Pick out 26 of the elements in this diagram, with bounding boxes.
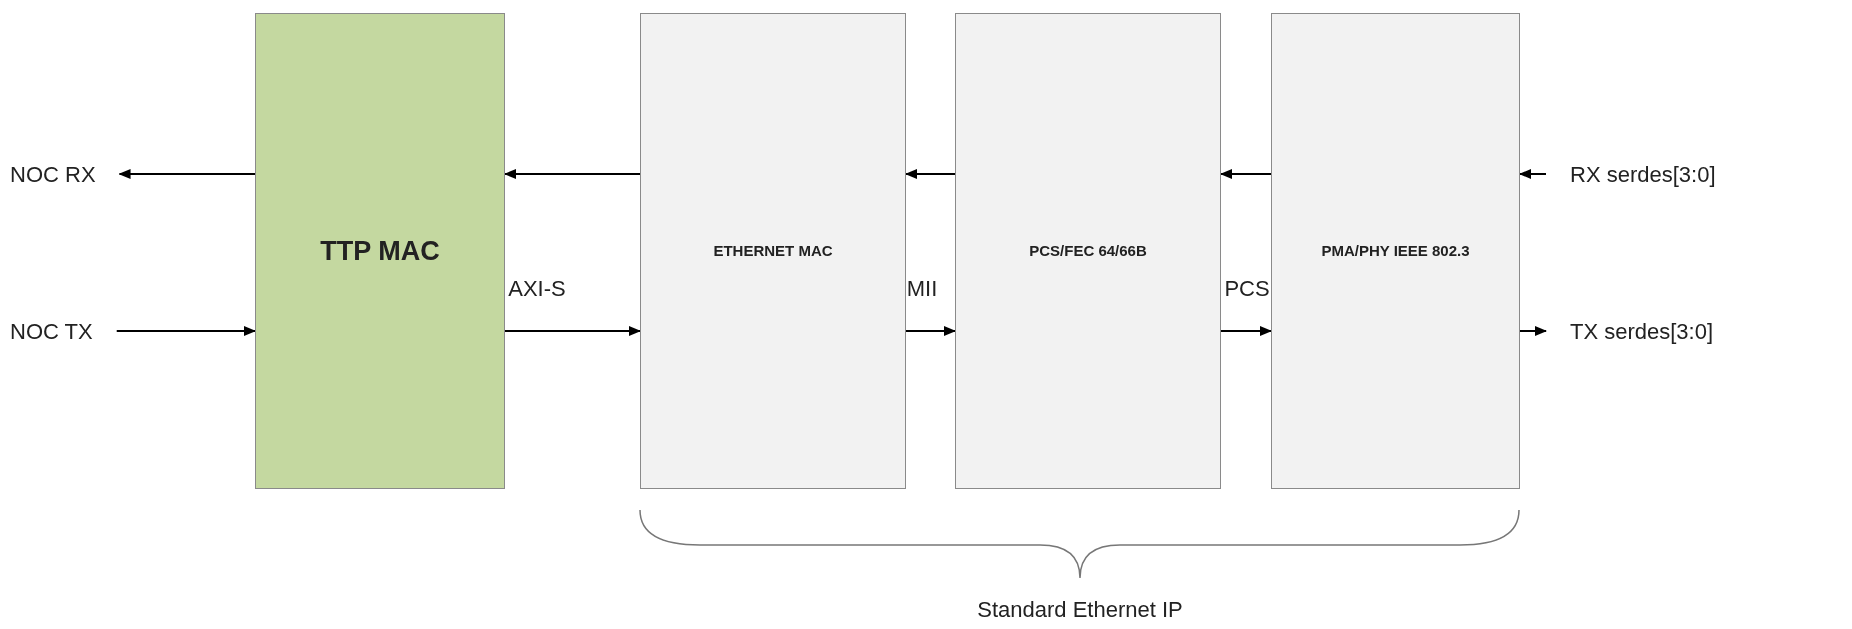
interface-label: PCS [1224, 276, 1270, 302]
port-label: TX serdes[3:0] [1570, 317, 1714, 346]
arrow [115, 326, 256, 336]
block-label: PMA/PHY IEEE 802.3 [1321, 240, 1470, 261]
block-box [640, 13, 906, 489]
arrow [1519, 169, 1547, 179]
block-label: PCS/FEC 64/66B [1029, 240, 1147, 261]
block-box [255, 13, 505, 489]
port-label: NOC RX [10, 160, 96, 189]
arrow [1220, 169, 1272, 179]
port-label: RX serdes[3:0] [1570, 160, 1716, 189]
arrow [1220, 326, 1272, 336]
block-label: ETHERNET MAC [713, 240, 833, 261]
arrow [504, 326, 641, 336]
block-box [1271, 13, 1520, 489]
arrow [504, 169, 641, 179]
port-label: NOC TX [10, 317, 93, 346]
arrow [118, 169, 256, 179]
interface-label: AXI-S [508, 276, 566, 302]
interface-label: MII [906, 276, 938, 302]
block-box [955, 13, 1221, 489]
arrow [905, 326, 956, 336]
arrow [905, 169, 956, 179]
arrow [1519, 326, 1547, 336]
block-label: TTP MAC [320, 234, 440, 268]
brace-label: Standard Ethernet IP [977, 597, 1183, 623]
